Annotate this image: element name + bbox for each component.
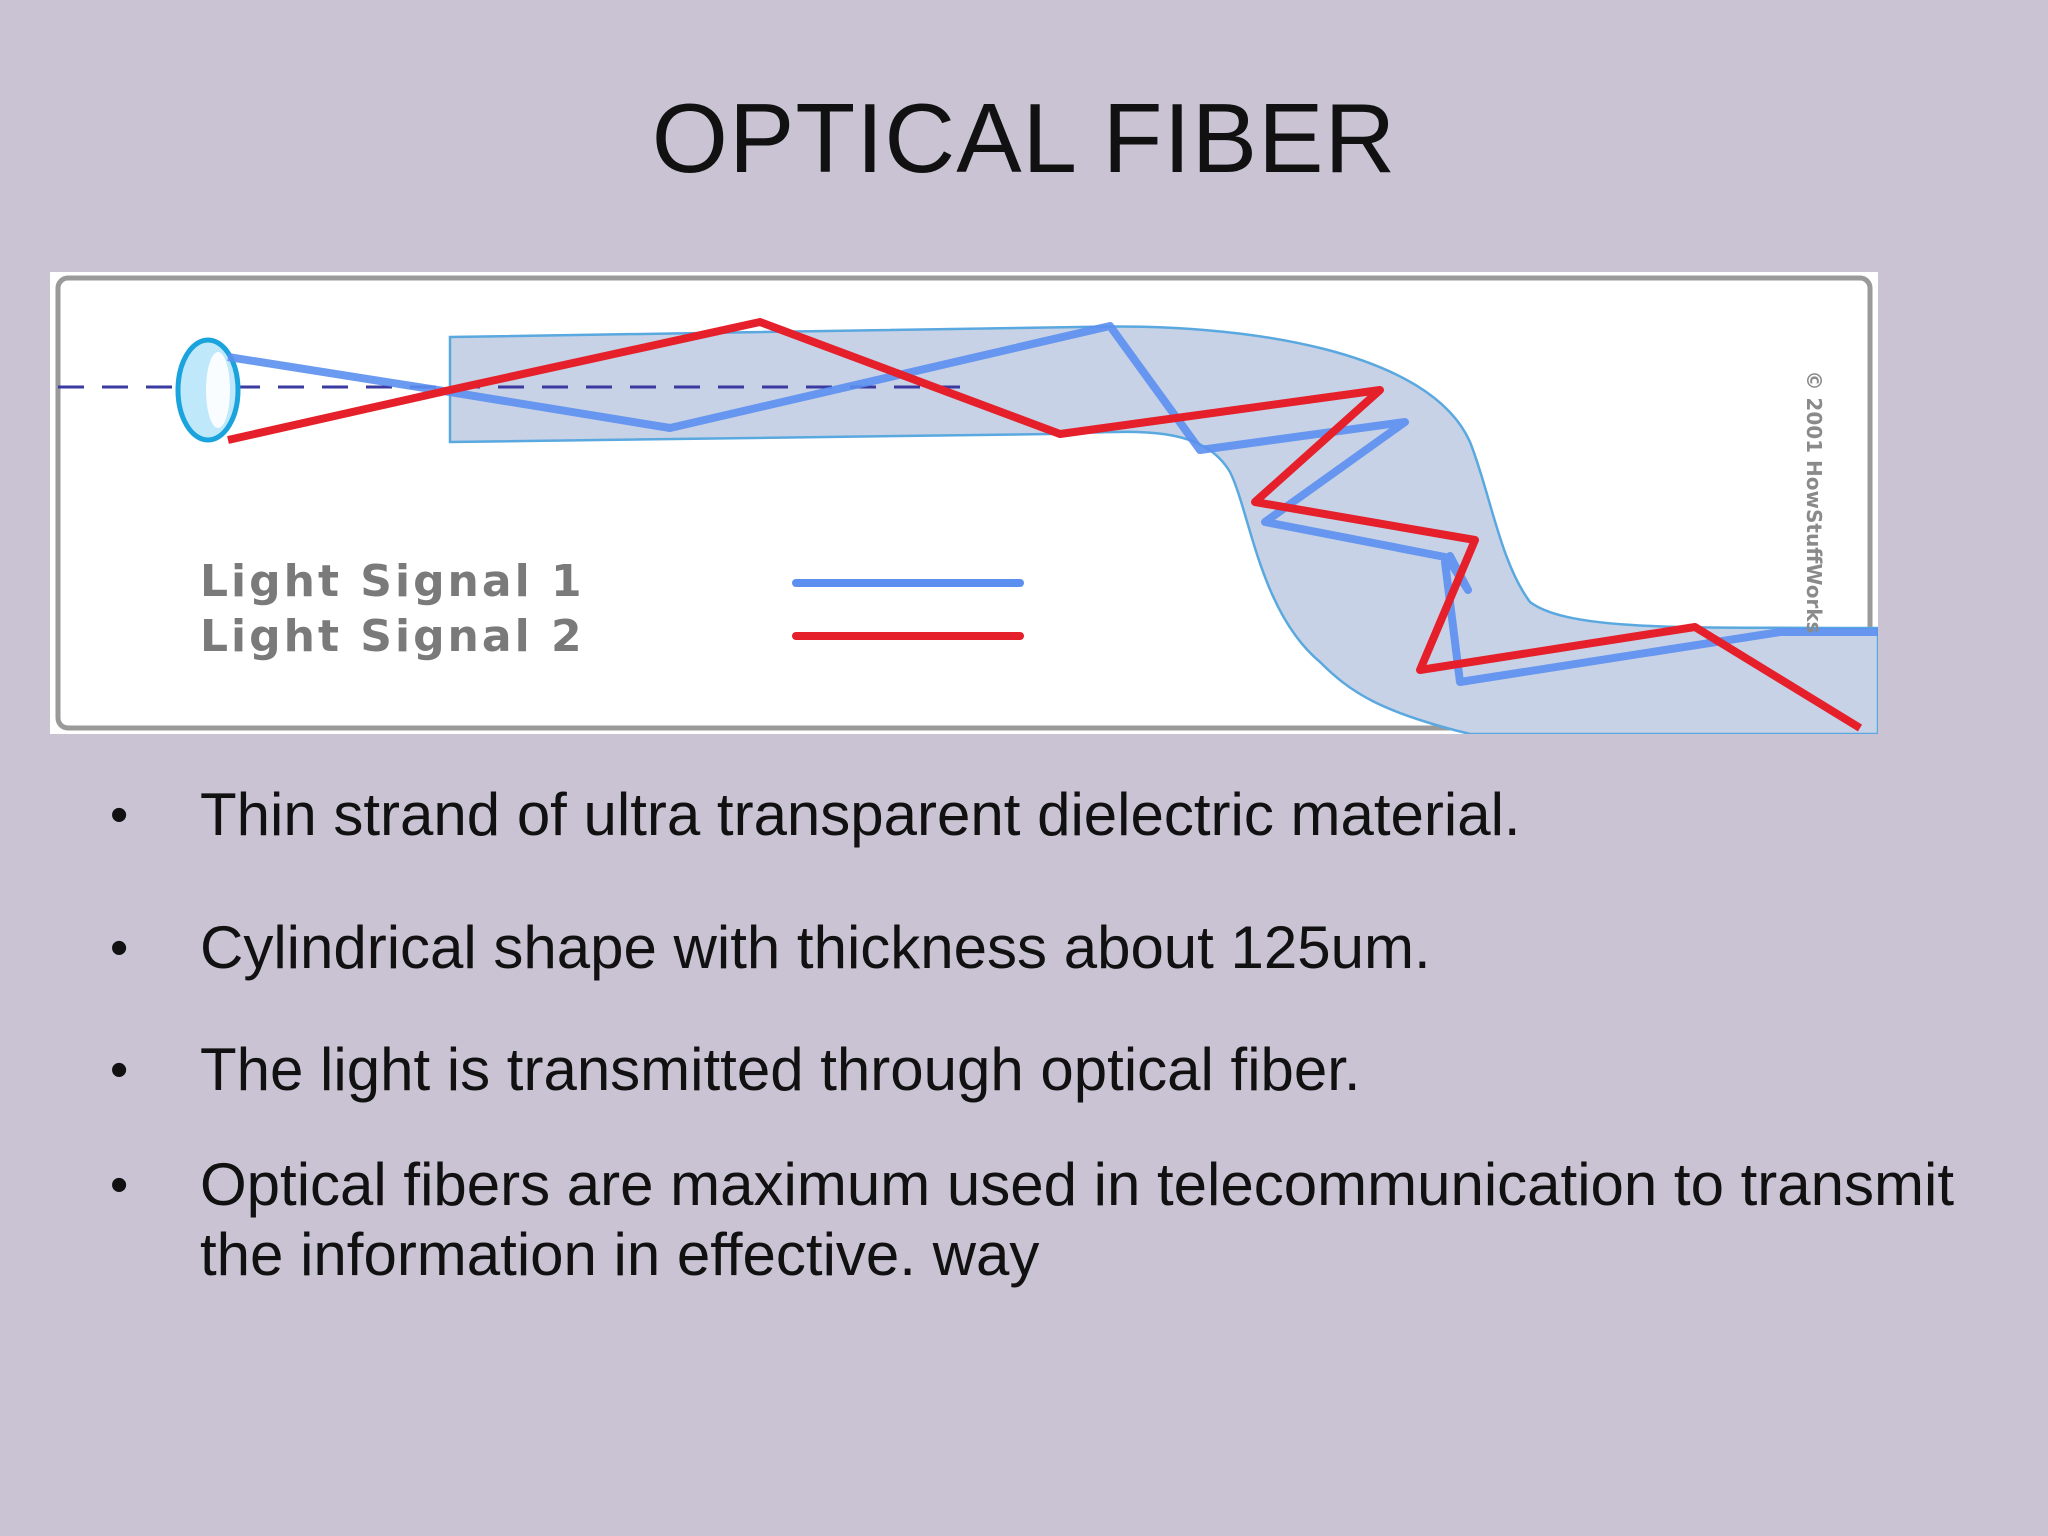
bullet-dot: • (110, 1041, 129, 1099)
fiber-core (448, 325, 1878, 734)
bullet-text: Cylindrical shape with thickness about 1… (200, 914, 1431, 981)
slide-title: OPTICAL FIBER (651, 83, 1397, 193)
light-signal-1-path (227, 322, 1878, 686)
bullet-text: Thin strand of ultra transparent dielect… (200, 781, 1521, 848)
legend-swatch-signal-2 (792, 632, 1024, 640)
legend-label-signal-1: Light Signal 1 (200, 556, 585, 607)
legend-label-signal-2: Light Signal 2 (200, 611, 585, 662)
legend-swatch-signal-1 (792, 579, 1024, 587)
optical-fiber-diagram: Light Signal 1 Light Signal 2 © 2001 How… (50, 272, 1878, 734)
copyright-notice: © 2001 HowStuffWorks (1794, 332, 1834, 672)
bullet-text: The light is transmitted through optical… (200, 1036, 1361, 1103)
fiber-diagram-graphic (55, 275, 1878, 734)
bullet-dot: • (110, 919, 129, 977)
bullet-dot: • (110, 786, 129, 844)
bullet-text: Optical fibers are maximum used in telec… (200, 1151, 1955, 1288)
bullet-dot: • (110, 1156, 129, 1214)
light-signal-2-path (227, 318, 1863, 732)
copyright-text: © 2001 HowStuffWorks (1802, 370, 1826, 634)
